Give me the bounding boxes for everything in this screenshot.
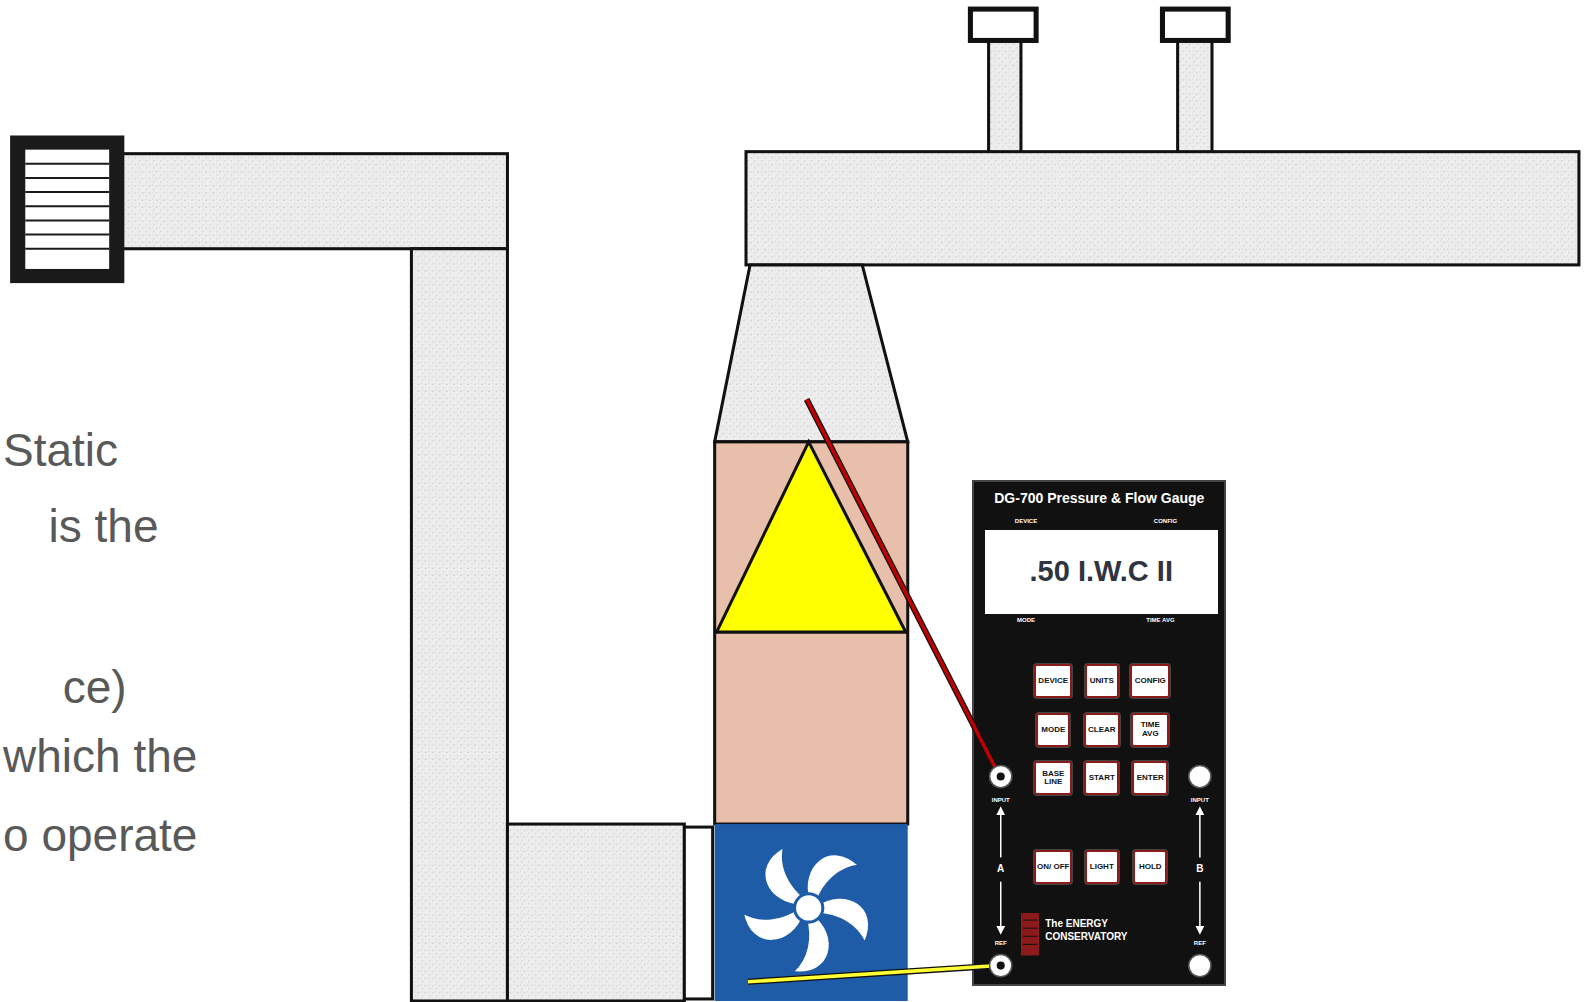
intro-text: is the	[49, 503, 159, 549]
button-label: START	[1089, 774, 1115, 782]
intro-text: which the	[3, 733, 197, 779]
button-label: DEVICE	[1038, 677, 1068, 685]
display-caption: CONFIG	[1154, 518, 1177, 524]
gauge-button: HOLD	[1133, 850, 1167, 884]
gauge-button: ENTER	[1132, 761, 1168, 795]
blower-fan	[736, 843, 875, 981]
supply-duct	[715, 9, 1579, 442]
return-duct	[121, 154, 712, 1001]
intro-text: ce)	[63, 664, 127, 710]
port-label: REF	[1194, 940, 1206, 946]
gauge-button: BASE LINE	[1034, 761, 1072, 795]
port-label: REF	[995, 940, 1007, 946]
gauge-display: .50 I.W.C II	[985, 530, 1219, 614]
button-label: HOLD	[1139, 863, 1162, 871]
button-label: CONFIG	[1135, 677, 1166, 685]
gauge-button: CLEAR	[1084, 713, 1120, 747]
port-label: INPUT	[1191, 797, 1209, 803]
gauge-title: DG-700 Pressure & Flow Gauge	[974, 490, 1224, 506]
display-caption: DEVICE	[1015, 518, 1037, 524]
port-label: INPUT	[992, 797, 1010, 803]
gauge-button: TIME AVG	[1131, 713, 1169, 747]
button-label: BASE LINE	[1036, 770, 1070, 787]
button-label: CLEAR	[1088, 726, 1116, 734]
button-label: ON/ OFF	[1037, 863, 1069, 871]
display-reading: .50 I.W.C II	[1030, 555, 1173, 588]
gauge-button: CONFIG	[1130, 664, 1170, 698]
intro-text: Static	[3, 427, 118, 473]
display-caption: MODE	[1017, 617, 1035, 623]
button-label: ENTER	[1137, 774, 1164, 782]
gauge-button: UNITS	[1085, 664, 1119, 698]
yellow-tube-outline	[748, 966, 999, 982]
return-grille	[10, 135, 124, 283]
gauge-button: START	[1084, 761, 1119, 795]
gauge-button: LIGHT	[1085, 850, 1119, 884]
button-label: TIME AVG	[1133, 721, 1167, 738]
red-tube-outline	[807, 399, 999, 774]
furnace	[715, 442, 908, 1001]
intro-text: o operate	[3, 812, 197, 858]
display-caption: TIME AVG	[1146, 617, 1174, 623]
brand-name: The ENERGY CONSERVATORY	[1045, 918, 1137, 943]
red-tube	[807, 399, 999, 774]
yellow-tube	[748, 966, 999, 982]
pressure-gauge: DG-700 Pressure & Flow Gauge .50 I.W.C II…	[972, 480, 1226, 985]
gauge-button: MODE	[1036, 713, 1070, 747]
gauge-button: ON/ OFF	[1034, 850, 1072, 884]
port-letter: B	[1196, 864, 1203, 874]
gauge-button: DEVICE	[1034, 664, 1072, 698]
button-label: UNITS	[1090, 677, 1114, 685]
button-label: MODE	[1041, 726, 1065, 734]
button-label: LIGHT	[1090, 863, 1114, 871]
port-letter: A	[997, 864, 1004, 874]
